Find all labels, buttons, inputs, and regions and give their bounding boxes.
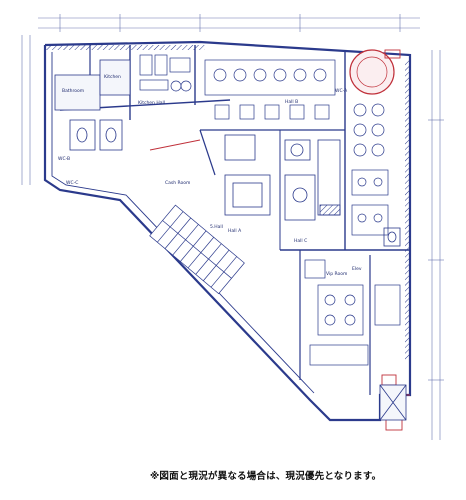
room-label-wc-a: WC-A	[335, 88, 348, 94]
room-label-elev: Elev	[352, 266, 362, 272]
room-label-kitchen: Kitchen	[104, 74, 121, 80]
round-stage	[349, 49, 395, 95]
room-label-wc-b: WC-B	[58, 156, 70, 162]
kitchen-equipment	[139, 54, 192, 92]
hatched-walls	[45, 45, 410, 360]
room-label-cash-room: Cash Room	[165, 180, 190, 186]
kitchen-area	[99, 59, 131, 96]
room-label-hall-c: Hall C	[294, 238, 307, 244]
footer-note: ※図面と現況が異なる場合は、現況優先となります。	[150, 471, 382, 482]
staircase	[149, 204, 245, 295]
elevator-shaft	[379, 384, 407, 421]
room-label-kitchen-hall: Kitchen Hall	[138, 100, 165, 106]
hall-a-fixtures	[224, 134, 341, 221]
room-label-hall-main: 5.Hall	[210, 224, 223, 230]
room-label-hall-b: Hall B	[285, 99, 298, 105]
room-label-bathroom: Bathroom	[62, 88, 84, 94]
room-label-wc-c: WC-C	[66, 180, 78, 186]
right-column-tables	[351, 103, 389, 236]
room-label-hall-a: Hall A	[228, 228, 242, 234]
hall-b-furniture	[204, 59, 336, 120]
room-label-vip-room: Vip Room	[326, 271, 347, 277]
dimension-lines	[21, 14, 444, 440]
vip-room-furniture	[304, 259, 401, 366]
toilet-rooms	[69, 119, 401, 247]
